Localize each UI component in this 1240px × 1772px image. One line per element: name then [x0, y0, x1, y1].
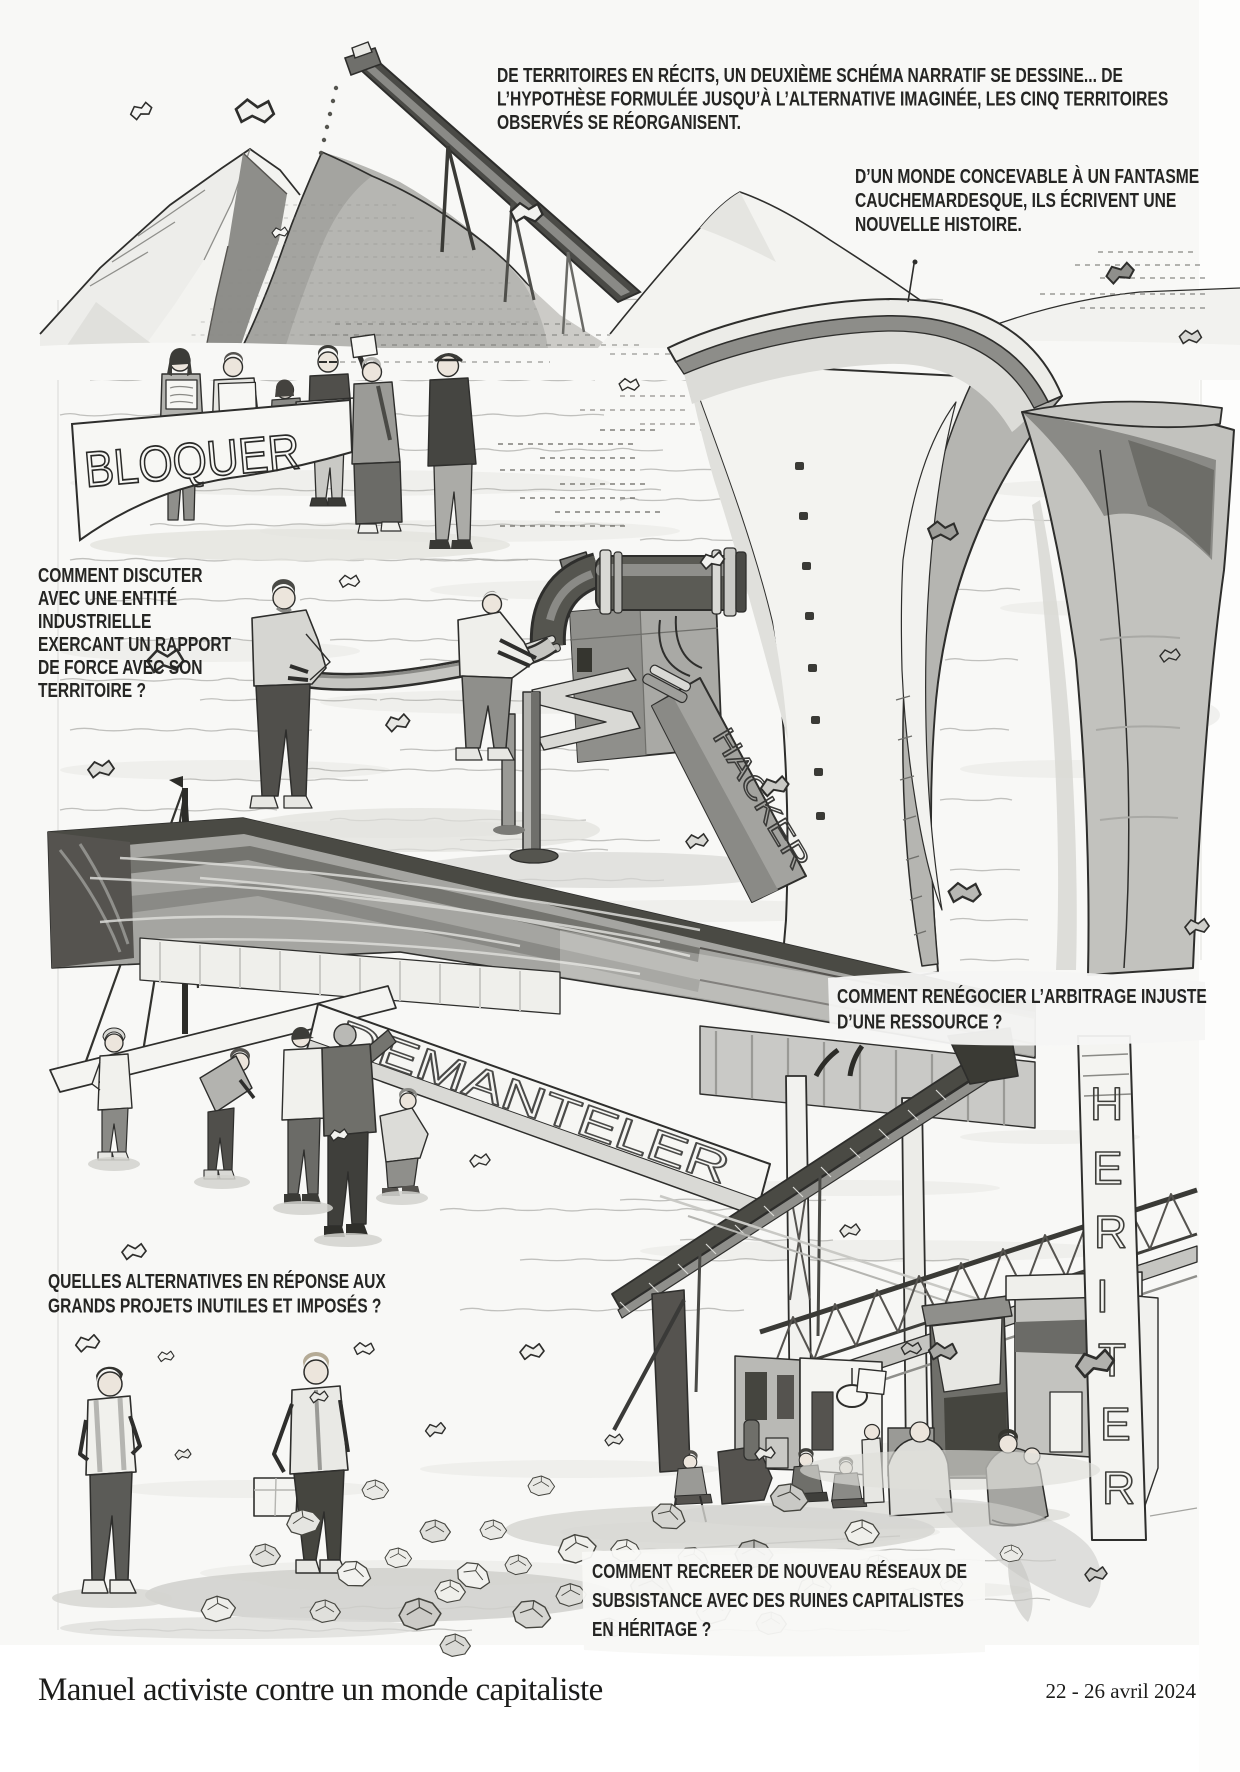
svg-text:INDUSTRIELLE: INDUSTRIELLE — [38, 610, 151, 632]
svg-text:COMMENT RECREER DE NOUVEAU RÉS: COMMENT RECREER DE NOUVEAU RÉSEAUX DE — [592, 1559, 967, 1582]
svg-text:SUBSISTANCE AVEC DES RUINES CA: SUBSISTANCE AVEC DES RUINES CAPITALISTES — [592, 1589, 964, 1611]
svg-text:EN HÉRITAGE ?: EN HÉRITAGE ? — [592, 1617, 711, 1640]
svg-text:Manuel activiste contre un mon: Manuel activiste contre un monde capital… — [38, 1672, 603, 1708]
svg-text:L’HYPOTHÈSE FORMULÉE JUSQU’À L: L’HYPOTHÈSE FORMULÉE JUSQU’À L’ALTERNATI… — [497, 87, 1168, 110]
svg-text:22 - 26 avril 2024: 22 - 26 avril 2024 — [1046, 1679, 1197, 1703]
svg-text:COMMENT RENÉGOCIER L’ARBITRAGE: COMMENT RENÉGOCIER L’ARBITRAGE INJUSTE — [837, 984, 1207, 1007]
svg-text:OBSERVÉS SE RÉORGANISENT.: OBSERVÉS SE RÉORGANISENT. — [497, 110, 741, 133]
svg-text:COMMENT DISCUTER: COMMENT DISCUTER — [38, 564, 203, 586]
svg-text:D’UNE RESSOURCE ?: D’UNE RESSOURCE ? — [837, 1011, 1002, 1033]
svg-text:NOUVELLE HISTOIRE.: NOUVELLE HISTOIRE. — [855, 213, 1022, 235]
svg-text:D’UN MONDE CONCEVABLE À UN FAN: D’UN MONDE CONCEVABLE À UN FANTASME — [855, 164, 1199, 187]
svg-text:QUELLES ALTERNATIVES EN RÉPONS: QUELLES ALTERNATIVES EN RÉPONSE AUX — [48, 1269, 386, 1292]
svg-text:GRANDS PROJETS INUTILES ET IMP: GRANDS PROJETS INUTILES ET IMPOSÉS ? — [48, 1294, 381, 1317]
svg-text:EXERCANT UN RAPPORT: EXERCANT UN RAPPORT — [38, 633, 231, 655]
svg-text:CAUCHEMARDESQUE, ILS ÉCRIVENT: CAUCHEMARDESQUE, ILS ÉCRIVENT UNE — [855, 188, 1176, 211]
svg-text:DE TERRITOIRES EN RÉCITS, UN D: DE TERRITOIRES EN RÉCITS, UN DEUXIÈME SC… — [497, 63, 1123, 86]
svg-text:DE FORCE AVEC SON: DE FORCE AVEC SON — [38, 656, 203, 678]
svg-text:AVEC UNE ENTITÉ: AVEC UNE ENTITÉ — [38, 586, 177, 609]
svg-text:TERRITOIRE ?: TERRITOIRE ? — [38, 679, 146, 701]
